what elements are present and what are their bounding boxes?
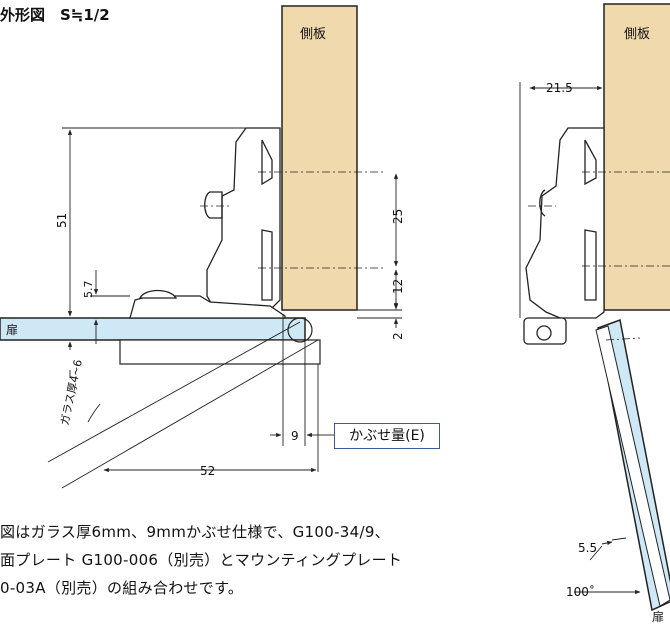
note-line: 0-03A（別売）の組み合わせです。 (0, 579, 244, 597)
door-swing-ghost-left (47, 321, 319, 489)
dim-12: 12 (391, 279, 405, 294)
door-right-label: 扉 (652, 610, 664, 624)
dim-52: 52 (200, 464, 215, 478)
dim-25: 25 (391, 209, 405, 224)
drawing-title: 外形図 S≒1/2 (0, 6, 110, 24)
note-line: 図はガラス厚6mm、9mmかぶせ仕様で、G100-34/9、 (0, 523, 390, 541)
dim-5-5: 5.5 (578, 541, 597, 555)
note-line: 面プレート G100-006（別売）とマウンティングプレート (0, 551, 403, 569)
side-panel-right-label: 側板 (624, 27, 650, 42)
dim-5-7: 5.7 (82, 281, 95, 299)
door-glass-right (595, 318, 670, 612)
hinge-arm-right (523, 127, 605, 345)
dim-21-5: 21.5 (546, 81, 573, 95)
side-panel-right (603, 3, 670, 311)
dim-100: 100˚ (566, 584, 595, 599)
glass-thickness-label: ガラス厚4~6 (58, 358, 85, 426)
drawing-note: 図はガラス厚6mm、9mmかぶせ仕様で、G100-34/9、 面プレート G10… (0, 518, 520, 602)
dim-2: 2 (391, 332, 405, 340)
side-panel-left-label: 側板 (300, 27, 326, 42)
door-glass-left (0, 317, 306, 341)
dim-9: 9 (291, 429, 299, 443)
hinge-knuckle-left (287, 317, 313, 343)
dim-51: 51 (55, 213, 69, 228)
hinge-arm-left (129, 127, 286, 319)
overlay-tag: かぶせ量(E) (334, 423, 440, 449)
side-panel-left (281, 5, 358, 311)
door-left-label: 扉 (6, 323, 18, 337)
door-plate-left (119, 339, 321, 365)
